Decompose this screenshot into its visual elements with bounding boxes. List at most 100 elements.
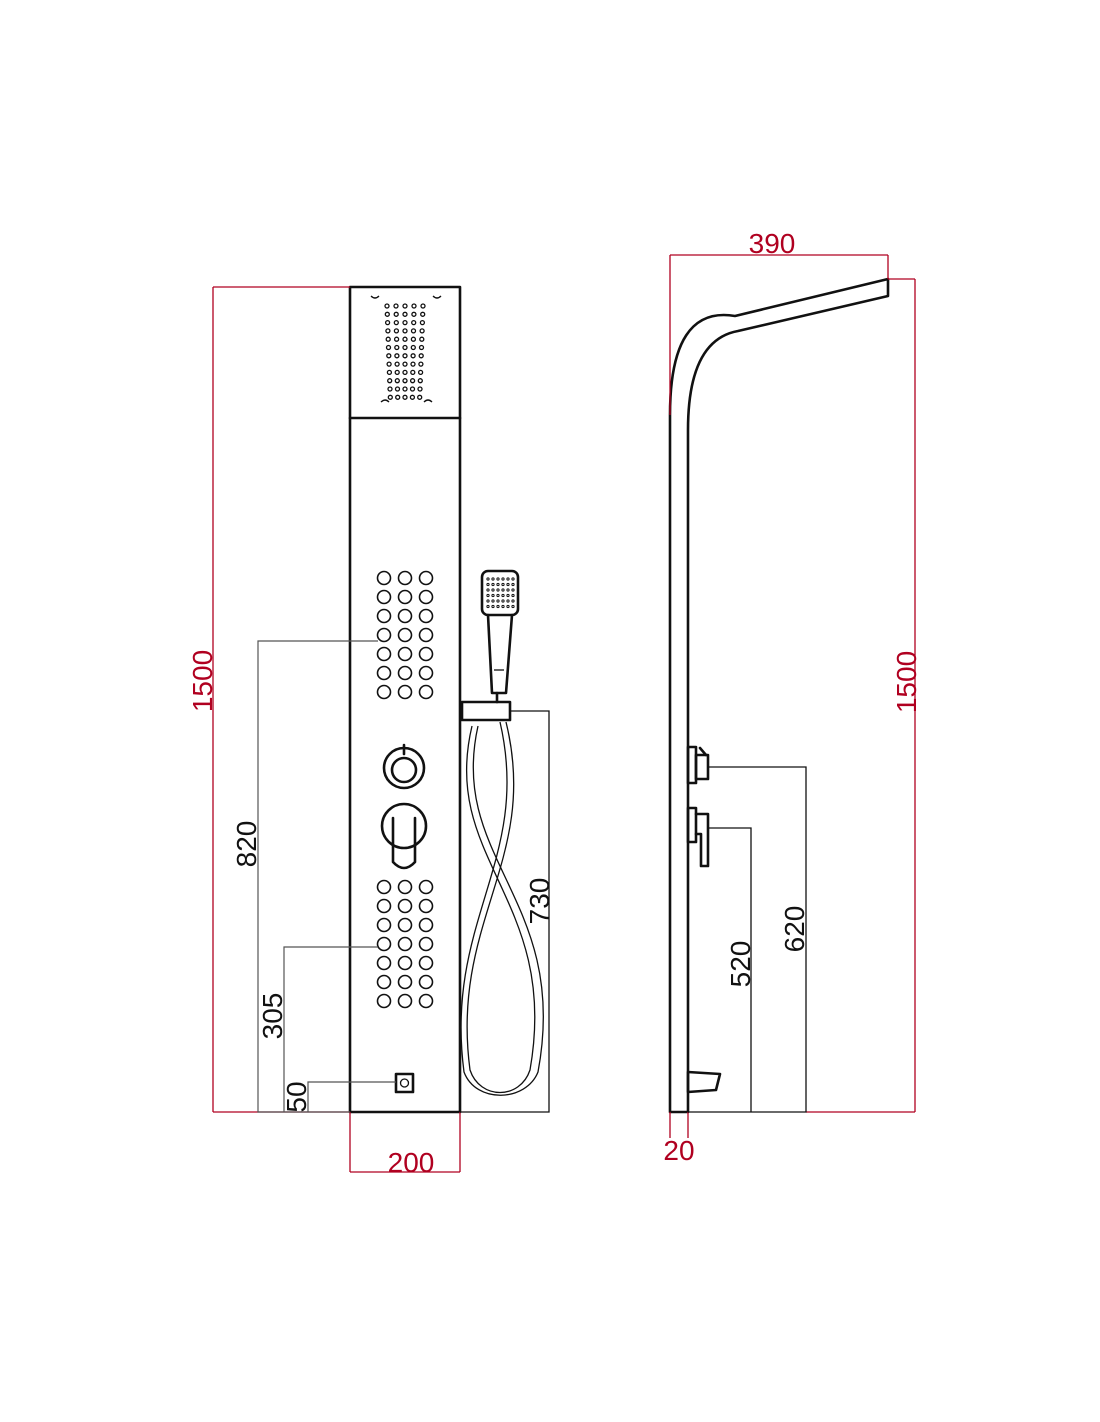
hand-shower <box>480 569 520 695</box>
hand-shower-holder <box>460 700 512 722</box>
rain-nozzle <box>418 361 424 367</box>
body-jet <box>397 646 413 662</box>
body-jet <box>397 627 413 643</box>
rain-nozzle <box>385 328 391 334</box>
rain-nozzle <box>420 303 426 309</box>
spray-hole <box>491 577 495 581</box>
body-jet <box>418 646 434 662</box>
body-jet <box>397 684 413 700</box>
body-jet <box>376 646 392 662</box>
thermostat-knob <box>382 743 426 790</box>
rain-nozzle <box>411 311 417 317</box>
body-jet <box>397 589 413 605</box>
body-jet <box>376 608 392 624</box>
spray-hole <box>496 599 500 603</box>
rain-nozzle <box>393 328 400 334</box>
rain-nozzle <box>386 353 392 359</box>
rain-nozzle <box>410 369 416 376</box>
dim-1500-front-label: 1500 <box>187 650 218 712</box>
hand-shower-spray-holes <box>486 577 515 609</box>
rain-nozzle <box>402 378 408 384</box>
rain-nozzle <box>402 344 408 351</box>
spray-hole <box>506 588 510 592</box>
rain-nozzle <box>419 319 426 326</box>
rain-head-slot-left-bottom <box>380 399 390 403</box>
rain-nozzle <box>394 344 400 351</box>
rain-nozzle <box>417 394 423 400</box>
rain-nozzle <box>417 378 423 384</box>
rain-nozzle <box>402 394 408 400</box>
spray-hole <box>496 582 500 587</box>
rain-nozzle <box>384 311 390 317</box>
spray-hole <box>501 593 505 598</box>
body-jet <box>397 898 413 914</box>
rain-nozzle <box>417 369 424 376</box>
body-jet <box>397 993 413 1009</box>
rain-nozzle <box>420 311 426 317</box>
side-bottom-spout <box>686 1070 722 1094</box>
rain-nozzle <box>387 394 393 400</box>
spray-hole <box>501 582 505 587</box>
rain-nozzle <box>402 328 408 334</box>
body-jets-lower <box>376 879 434 1009</box>
rain-nozzle <box>402 369 408 376</box>
rain-nozzle <box>387 378 393 384</box>
rain-nozzle <box>418 344 425 351</box>
rain-nozzle <box>410 328 417 334</box>
rain-nozzle <box>384 319 391 326</box>
rain-nozzle <box>411 303 417 309</box>
dim-730-leader <box>460 710 550 1113</box>
rain-nozzle <box>402 303 408 309</box>
dim-50-leader <box>307 1081 396 1112</box>
body-jet <box>376 589 392 605</box>
rain-nozzle <box>393 303 399 309</box>
body-jet <box>418 684 434 700</box>
body-jet <box>418 974 434 990</box>
body-jet <box>376 570 392 586</box>
rain-nozzle <box>402 353 408 359</box>
rain-nozzle <box>402 311 408 317</box>
spray-hole <box>511 577 515 581</box>
side-thermostat-knob <box>686 745 710 785</box>
body-jet <box>397 608 413 624</box>
dim-200-label: 200 <box>388 1147 435 1178</box>
body-jet <box>418 665 434 681</box>
rain-nozzle <box>402 319 408 326</box>
rain-nozzle <box>385 336 391 342</box>
rain-nozzle <box>393 311 399 317</box>
rain-head-slot-right-bottom <box>423 399 433 403</box>
body-jet <box>418 608 434 624</box>
spray-hole <box>501 599 505 603</box>
rain-nozzle <box>418 353 424 359</box>
rain-nozzle <box>417 386 423 392</box>
rain-nozzle <box>393 319 399 326</box>
rain-head-slot-right-top <box>432 295 442 299</box>
spray-hole <box>486 588 490 592</box>
dim-305-label: 305 <box>257 993 288 1040</box>
spray-hole <box>511 604 515 609</box>
body-jet <box>418 955 434 971</box>
spray-hole <box>511 582 515 587</box>
front-panel-outline <box>348 285 462 1114</box>
body-jet <box>418 879 434 895</box>
dim-1500-side-label: 1500 <box>891 651 922 713</box>
spray-hole <box>506 577 510 581</box>
rain-head-slot-left-top <box>370 295 380 299</box>
body-jet <box>418 917 434 933</box>
diverter-lever <box>380 802 428 870</box>
rain-nozzle <box>409 386 416 392</box>
spray-hole <box>496 577 500 581</box>
front-view: 1500 200 820 305 50 730 <box>187 285 555 1178</box>
rain-nozzle <box>419 336 425 342</box>
dim-730-label: 730 <box>524 878 555 925</box>
body-jet <box>397 974 413 990</box>
body-jet <box>376 917 392 933</box>
body-jet <box>376 684 392 700</box>
rain-nozzle <box>409 394 416 400</box>
dim-620-label: 620 <box>779 906 810 953</box>
dim-50-label: 50 <box>281 1081 312 1112</box>
rain-nozzle <box>384 303 390 309</box>
spray-hole <box>491 588 495 592</box>
spray-hole <box>486 593 490 598</box>
